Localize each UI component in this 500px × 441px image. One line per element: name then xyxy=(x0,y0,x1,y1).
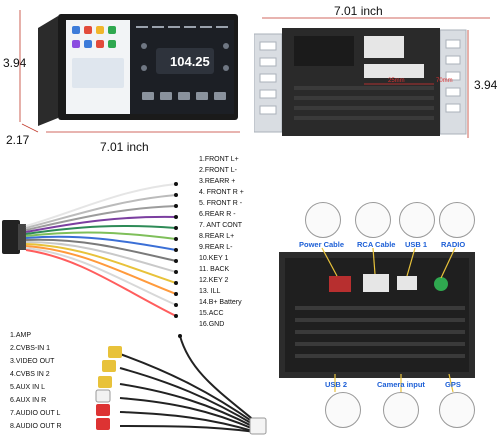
rca-pin: 4.CVBS IN 2 xyxy=(10,371,50,378)
rca-pin: 8.AUDIO OUT R xyxy=(10,423,62,430)
label-usb1: USB 1 xyxy=(405,240,428,249)
front-depth-label: 2.17 xyxy=(6,133,30,147)
wire-pin: 7. ANT CONT xyxy=(199,222,243,229)
label-power-cable: Power Cable xyxy=(299,240,345,249)
wire-pin: 11. BACK xyxy=(199,266,230,273)
label-gps: GPS xyxy=(445,380,461,389)
wire-pin: 3.REARR + xyxy=(199,178,236,185)
back-width-label: 7.01 inch xyxy=(334,4,383,18)
front-unit-body xyxy=(38,14,238,126)
wire-pin: 4. FRONT R + xyxy=(199,189,244,196)
power-cable-icon xyxy=(305,202,341,238)
connections-panel: Power Cable RCA Cable USB 1 RADIO USB 2 xyxy=(275,196,499,438)
wire-pin: 13. ILL xyxy=(199,288,221,295)
wire-pin: 12.KEY 2 xyxy=(199,277,229,284)
wire-pin: 1.FRONT L+ xyxy=(199,156,239,163)
front-unit: 104.25 xyxy=(36,6,241,128)
back-unit: 25mm 70mm xyxy=(253,24,468,142)
dim-25mm: 25mm xyxy=(388,78,405,84)
wire-harness-drawing xyxy=(2,182,178,318)
connections-drawing xyxy=(279,247,475,393)
rca-harness xyxy=(80,332,270,436)
label-radio: RADIO xyxy=(441,240,466,249)
dim-70mm: 70mm xyxy=(436,78,453,84)
radio-frequency: 104.25 xyxy=(170,54,210,69)
wire-pin: 9.REAR L- xyxy=(199,244,233,251)
rca-harness-drawing xyxy=(95,334,267,435)
front-height-label: 3.94 xyxy=(3,56,27,70)
rca-pin: 3.VIDEO OUT xyxy=(10,358,55,365)
wire-pin: 14.B+ Battery xyxy=(199,299,242,306)
rca-pin-list: 1.AMP 2.CVBS-IN 1 3.VIDEO OUT 4.CVBS IN … xyxy=(10,332,100,436)
label-usb2: USB 2 xyxy=(325,380,348,389)
wire-pin: 10.KEY 1 xyxy=(199,255,229,262)
gps-antenna-icon xyxy=(439,392,475,428)
label-camera-input: Camera input xyxy=(377,380,425,389)
rca-pin: 1.AMP xyxy=(10,332,32,339)
back-height-label: 3.94 xyxy=(474,78,498,92)
radio-antenna-icon xyxy=(439,202,475,238)
wire-pin: 5. FRONT R - xyxy=(199,200,243,207)
camera-input-icon xyxy=(383,392,419,428)
back-unit-body xyxy=(253,28,467,136)
wire-harness xyxy=(0,150,200,330)
wire-pin: 16.GND xyxy=(199,321,225,328)
front-width-label: 7.01 inch xyxy=(100,140,149,154)
wire-pin: 6.REAR R - xyxy=(199,211,236,218)
rca-pin: 6.AUX IN R xyxy=(10,397,47,404)
usb-icon xyxy=(399,202,435,238)
wire-pin-list: 1.FRONT L+ 2.FRONT L- 3.REARR + 4. FRONT… xyxy=(199,156,309,331)
rca-cable-icon xyxy=(355,202,391,238)
rca-pin: 2.CVBS-IN 1 xyxy=(10,345,51,352)
rca-pin: 7.AUDIO OUT L xyxy=(10,410,61,417)
usb2-icon xyxy=(325,392,361,428)
wire-pin: 8.REAR L+ xyxy=(199,233,235,240)
wire-pin: 2.FRONT L- xyxy=(199,167,237,174)
wire-pin: 15.ACC xyxy=(199,310,224,317)
label-rca-cable: RCA Cable xyxy=(357,240,396,249)
rca-pin: 5.AUX IN L xyxy=(10,384,46,391)
